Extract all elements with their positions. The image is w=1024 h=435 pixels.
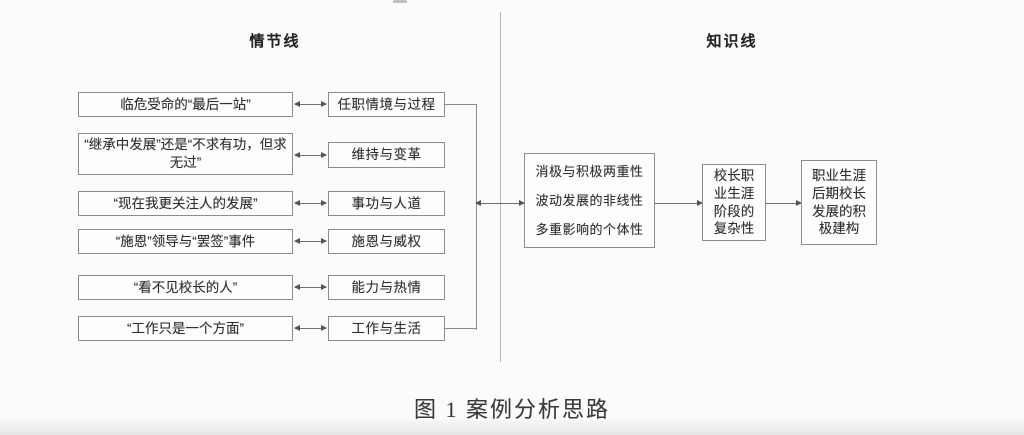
bidirectional-arrow-icon [294, 238, 327, 244]
theme-box-4: 施恩与威权 [328, 229, 445, 254]
theme-box-3: 事功与人道 [328, 191, 445, 216]
theme-box-5: 能力与热情 [328, 275, 445, 300]
event-box-6: “工作只是一个方面” [78, 316, 293, 341]
outcome-box-line-2: 后期校长 [812, 185, 866, 201]
section-divider-line [500, 12, 501, 362]
outcome-box-line-1: 职业生涯 [812, 167, 866, 183]
characteristics-line-1: 消极与积极两重性 [535, 164, 644, 179]
bracket-connector-top [445, 104, 477, 105]
outcome-box-line-4: 极建构 [818, 221, 860, 237]
characteristics-line-2: 波动发展的非线性 [535, 192, 644, 208]
event-box-2: “继承中发展”还是“不求有功，但求无过” [78, 133, 293, 175]
characteristics-line-3: 多重影响的个体性 [535, 221, 644, 237]
event-box-4: “施恩”领导与“罢签”事件 [78, 229, 293, 254]
forward-arrow-icon [766, 200, 802, 206]
knowledge-line-header: 知识线 [706, 33, 758, 50]
bidirectional-arrow-icon [294, 284, 327, 290]
bidirectional-arrow-icon [294, 200, 327, 206]
cropped-text-artifact [393, 0, 407, 3]
stage-box-line-3: 阶段的 [713, 203, 755, 219]
bidirectional-arrow-icon [294, 101, 327, 107]
stage-box-line-1: 校长职 [713, 167, 755, 183]
event-box-1: 临危受命的“最后一站” [78, 92, 293, 117]
outcome-box-line-3: 发展的积 [812, 203, 866, 219]
bracket-connector-bottom [445, 328, 477, 329]
event-box-5: “看不见校长的人” [78, 275, 293, 300]
stage-box-line-4: 复杂性 [713, 221, 755, 237]
career-stage-complexity-box: 校长职 业生涯 阶段的 复杂性 [702, 164, 766, 241]
bidirectional-arrow-icon [294, 325, 327, 331]
plot-line-header: 情节线 [249, 33, 301, 50]
bidirectional-arrow-icon [294, 152, 327, 158]
stage-box-line-2: 业生涯 [713, 185, 755, 201]
theme-box-1: 任职情境与过程 [328, 92, 445, 117]
positive-construction-box: 职业生涯 后期校长 发展的积 极建构 [801, 160, 877, 245]
bidirectional-bridge-arrow-icon [475, 200, 525, 206]
background-band [0, 420, 1024, 435]
figure-caption: 图 1 案例分析思路 [413, 397, 610, 422]
forward-arrow-icon [655, 200, 703, 206]
theme-box-2: 维持与变革 [328, 142, 445, 168]
bracket-vertical-line [475, 104, 477, 330]
characteristics-box: 消极与积极两重性 波动发展的非线性 多重影响的个体性 [524, 153, 655, 248]
event-box-3: “现在我更关注人的发展” [78, 191, 293, 216]
theme-box-6: 工作与生活 [328, 316, 445, 341]
